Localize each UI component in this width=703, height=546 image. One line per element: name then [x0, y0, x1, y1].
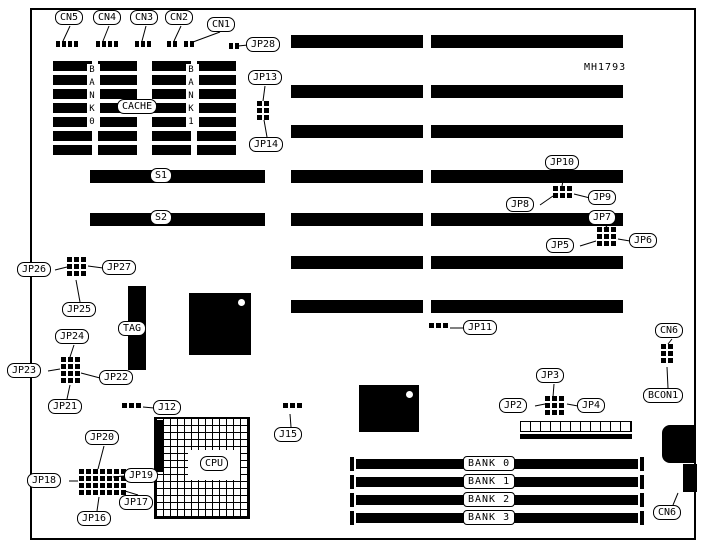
slot-bar	[431, 35, 623, 48]
jp14-label: JP14	[249, 137, 284, 152]
cn3-label: CN3	[130, 10, 159, 25]
jp4-label: JP4	[577, 398, 606, 413]
jp18-label: JP18	[27, 473, 62, 488]
slot-bar	[291, 125, 423, 138]
resistor-pack	[520, 421, 632, 432]
simm-bank3-label: BANK 3	[463, 510, 516, 525]
slot-bar	[291, 300, 423, 313]
jp13-jp14-jumper-block	[257, 101, 262, 106]
jp5-jp6-jp7-jumper-block	[597, 227, 602, 232]
j12-label: J12	[153, 400, 182, 415]
jp11-jumper-icon	[429, 323, 434, 328]
jp19-label: JP19	[124, 468, 159, 483]
cache-label: CACHE	[117, 99, 158, 114]
s2-label: S2	[150, 210, 173, 225]
resistor-pack-bar	[520, 434, 632, 439]
cn4-label: CN4	[93, 10, 122, 25]
jp2-label: JP2	[499, 398, 528, 413]
simm-bank2-label: BANK 2	[463, 492, 516, 507]
jp26-label: JP26	[17, 262, 52, 277]
jp24-label: JP24	[55, 329, 90, 344]
slot-bar	[291, 213, 423, 226]
jp25-jp26-jp27-jumper-block	[67, 257, 72, 262]
cache-bank1-chip-array	[152, 61, 191, 71]
jp20-label: JP20	[85, 430, 120, 445]
j12-jumper-icon	[122, 403, 127, 408]
cn2-label: CN2	[165, 10, 194, 25]
slot-bar	[291, 256, 423, 269]
jp22-label: JP22	[99, 370, 134, 385]
cn6-top-label: CN6	[655, 323, 684, 338]
slot-bar	[431, 85, 623, 98]
jp10-label: JP10	[545, 155, 580, 170]
jp23-label: JP23	[7, 363, 42, 378]
jp28-connector-icon	[229, 43, 233, 49]
jp3-label: JP3	[536, 368, 565, 383]
slot-bar	[431, 213, 623, 226]
s2-slot-bar	[90, 213, 265, 226]
tag-label: TAG	[118, 321, 147, 336]
jp16-to-jp20-jumper-block	[79, 469, 84, 474]
jp5-label: JP5	[546, 238, 575, 253]
jp9-label: JP9	[588, 190, 617, 205]
cn5-label: CN5	[55, 10, 84, 25]
cache-bank0-chip-array	[53, 61, 92, 71]
jp8-jp9-jp10-jumper-block	[553, 186, 558, 191]
pin1-dot	[406, 391, 413, 398]
jp21-jp22-jp23-jp24-jumper-block	[61, 357, 66, 362]
cn6-top-connector-icon	[661, 344, 666, 349]
slot-bar	[291, 35, 423, 48]
cn1-label: CN1	[207, 17, 236, 32]
slot-bar	[291, 170, 423, 183]
bcon1-label: BCON1	[643, 388, 684, 403]
jp11-label: JP11	[463, 320, 498, 335]
jp17-label: JP17	[119, 495, 154, 510]
jp27-label: JP27	[102, 260, 137, 275]
pin1-dot	[238, 299, 245, 306]
slot-bar	[431, 256, 623, 269]
slot-bar	[431, 125, 623, 138]
jp13-label: JP13	[248, 70, 283, 85]
io-qfp-chip	[359, 385, 419, 432]
power-connector	[683, 464, 697, 492]
part-number: MH1793	[584, 62, 627, 73]
cn5-connector-icon	[56, 41, 60, 47]
jp16-label: JP16	[77, 511, 112, 526]
cn3-connector-icon	[135, 41, 139, 47]
j15-label: J15	[274, 427, 303, 442]
jp6-label: JP6	[629, 233, 658, 248]
slot-bar	[431, 170, 623, 183]
cache-bank1-label: BANK1	[186, 64, 199, 131]
cn2-connector-icon	[167, 41, 171, 47]
cn1-connector-icon	[184, 41, 188, 47]
cpu-label: CPU	[200, 456, 229, 471]
j15-jumper-icon	[283, 403, 288, 408]
cn4-connector-icon	[96, 41, 100, 47]
cn6-bottom-label: CN6	[653, 505, 682, 520]
simm-bank0-label: BANK 0	[463, 456, 516, 471]
jp28-label: JP28	[246, 37, 281, 52]
cpu-socket-lever	[155, 420, 164, 472]
jp8-label: JP8	[506, 197, 535, 212]
simm-bank1-label: BANK 1	[463, 474, 516, 489]
cache-bank0-label: BANK0	[87, 64, 100, 131]
chipset-qfp-chip	[189, 293, 251, 355]
jp25-label: JP25	[62, 302, 97, 317]
jp21-label: JP21	[48, 399, 83, 414]
s1-label: S1	[150, 168, 173, 183]
jp7-label: JP7	[588, 210, 617, 225]
jp2-jp3-jp4-jumper-block	[545, 396, 550, 401]
keyboard-connector	[662, 425, 696, 463]
slot-bar	[291, 85, 423, 98]
slot-bar	[431, 300, 623, 313]
s1-slot-bar	[90, 170, 265, 183]
